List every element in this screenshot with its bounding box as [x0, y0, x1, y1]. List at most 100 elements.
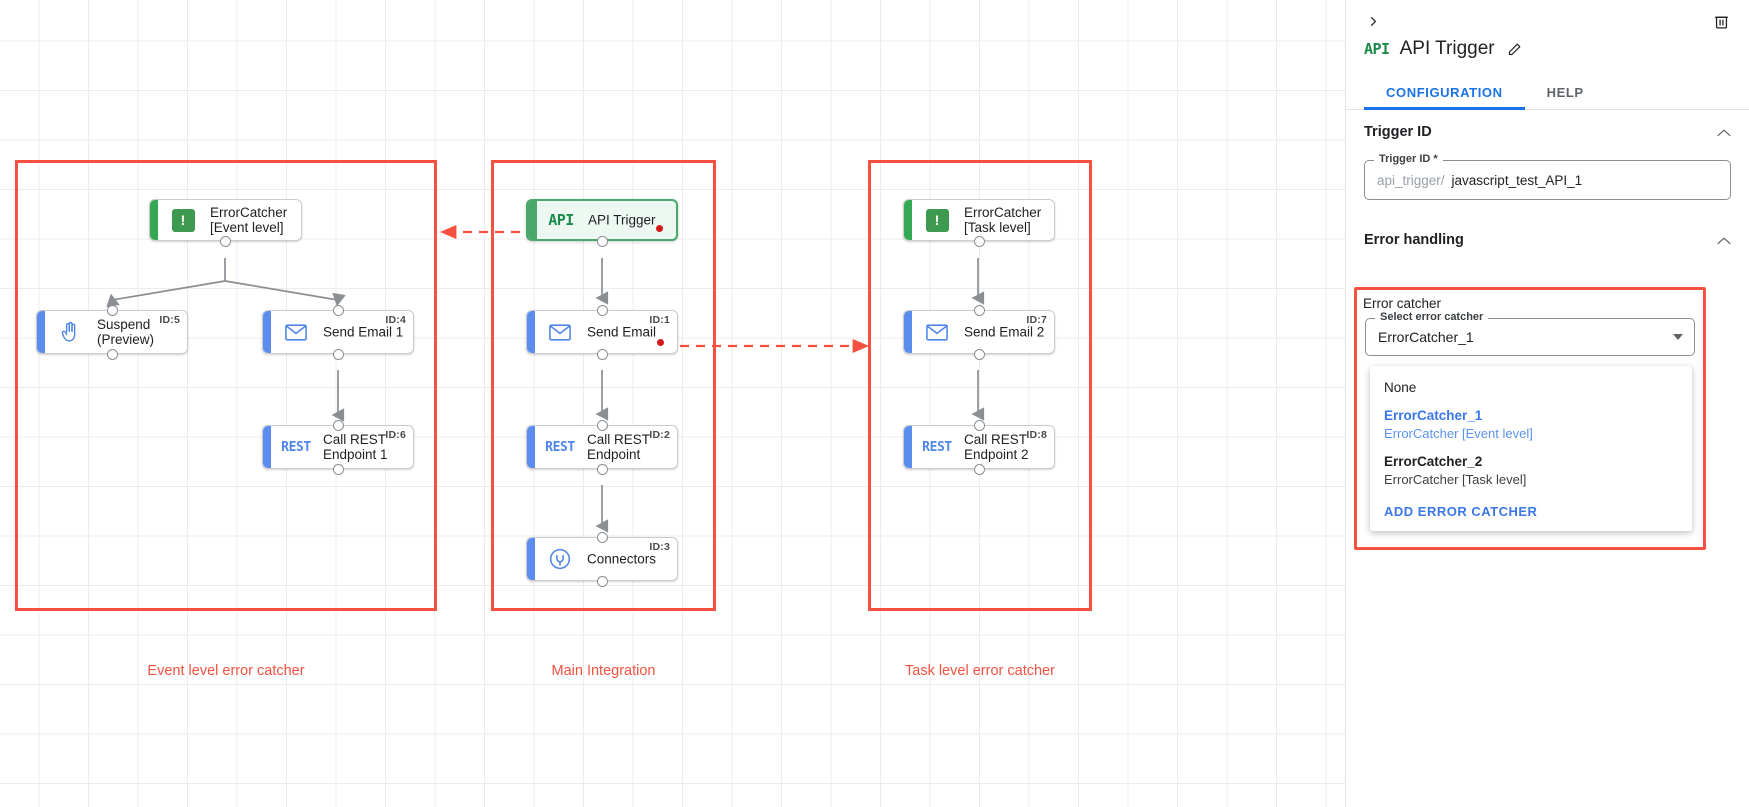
alert-tile-icon: !	[925, 208, 949, 232]
node-accent-bar	[527, 538, 535, 580]
tab-configuration[interactable]: CONFIGURATION	[1364, 78, 1525, 110]
chevron-right-icon[interactable]	[1360, 8, 1386, 34]
node-label: API Trigger	[588, 212, 656, 228]
node-port-bottom[interactable]	[332, 348, 344, 360]
node-icon-call-rest-endpoint: REST	[545, 434, 575, 460]
node-api-trigger[interactable]: API API Trigger	[526, 199, 678, 241]
node-port-bottom[interactable]	[596, 348, 608, 360]
node-port-top[interactable]	[332, 419, 344, 431]
pencil-icon[interactable]	[1505, 39, 1525, 59]
error-catcher-select[interactable]: Select error catcher ErrorCatcher_1	[1365, 311, 1695, 356]
node-icon-api-trigger: API	[548, 207, 574, 233]
hand-icon	[61, 321, 76, 342]
page-title: API Trigger	[1399, 38, 1495, 59]
node-label: ErrorCatcher [Event level]	[210, 204, 288, 235]
node-accent-bar	[904, 311, 912, 353]
trigger-id-field[interactable]: Trigger ID * api_trigger/ javascript_tes…	[1364, 153, 1731, 200]
node-port-bottom[interactable]	[106, 348, 118, 360]
node-port-bottom[interactable]	[596, 575, 608, 587]
panel-header: API API Trigger	[1346, 0, 1749, 78]
trash-icon[interactable]	[1709, 9, 1733, 33]
node-errorcatcher-task[interactable]: !ErrorCatcher [Task level]	[903, 199, 1055, 241]
option-secondary: ErrorCatcher [Task level]	[1384, 472, 1527, 488]
error-catcher-group: Error catcher Select error catcher Error…	[1354, 287, 1706, 550]
connector-icon	[549, 548, 571, 570]
node-port-bottom[interactable]	[973, 348, 985, 360]
node-label: Send Email 1	[323, 324, 404, 340]
option-primary: ErrorCatcher_1	[1384, 408, 1483, 424]
api-badge-icon: API	[1364, 40, 1390, 58]
error-catcher-select-label: Select error catcher	[1375, 311, 1489, 323]
error-catcher-select-box[interactable]: ErrorCatcher_1	[1365, 318, 1695, 356]
node-port-top[interactable]	[106, 304, 118, 316]
error-catcher-caption: Error catcher	[1363, 296, 1442, 311]
node-port-bottom[interactable]	[973, 235, 985, 247]
node-error-dot	[656, 225, 663, 232]
option-primary: None	[1384, 380, 1417, 395]
panel-title-row: API API Trigger	[1364, 38, 1525, 60]
rest-icon: REST	[281, 439, 311, 455]
node-accent-bar	[150, 200, 158, 240]
api-icon: API	[548, 211, 574, 229]
node-accent-bar	[527, 426, 535, 468]
node-id-badge: ID:1	[649, 314, 670, 326]
node-port-bottom[interactable]	[332, 463, 344, 475]
node-port-top[interactable]	[332, 304, 344, 316]
node-suspend-preview[interactable]: Suspend (Preview) ID:5	[36, 310, 188, 354]
node-id-badge: ID:7	[1026, 314, 1047, 326]
dropdown-option-none[interactable]: None	[1370, 374, 1692, 402]
node-icon-errorcatcher-event: !	[170, 207, 196, 233]
group-label-task-level: Task level error catcher	[905, 663, 1055, 679]
node-port-top[interactable]	[973, 304, 985, 316]
trigger-id-input[interactable]: api_trigger/ javascript_test_API_1	[1364, 160, 1731, 200]
node-id-badge: ID:5	[159, 314, 180, 326]
node-label: Send Email 2	[964, 324, 1045, 340]
node-port-bottom[interactable]	[596, 463, 608, 475]
node-port-top[interactable]	[596, 304, 608, 316]
add-error-catcher-button[interactable]: ADD ERROR CATCHER	[1384, 503, 1538, 519]
envelope-icon	[285, 323, 307, 341]
section-trigger-id[interactable]: Trigger ID	[1346, 110, 1749, 154]
chevron-down-icon[interactable]	[1673, 334, 1683, 340]
trigger-id-value: javascript_test_API_1	[1451, 172, 1583, 188]
group-frame-task-level	[868, 160, 1092, 611]
chevron-up-icon-2[interactable]	[1717, 233, 1731, 248]
node-label: Call REST Endpoint	[587, 431, 651, 462]
node-id-badge: ID:4	[385, 314, 406, 326]
group-frame-event-level	[15, 160, 437, 611]
alert-tile-icon: !	[171, 208, 195, 232]
node-errorcatcher-event[interactable]: ! ErrorCatcher [Event level]	[149, 199, 302, 241]
rest-icon: REST	[922, 439, 952, 455]
node-port-top[interactable]	[596, 419, 608, 431]
node-icon-suspend-preview	[57, 319, 83, 345]
chevron-up-icon[interactable]	[1717, 125, 1731, 140]
node-label: Suspend (Preview)	[97, 316, 155, 347]
node-port-bottom[interactable]	[596, 235, 608, 247]
trigger-id-label: Trigger ID *	[1374, 153, 1443, 165]
error-catcher-selected-value: ErrorCatcher_1	[1378, 329, 1474, 345]
tab-help[interactable]: HELP	[1546, 85, 1584, 100]
node-port-top[interactable]	[596, 531, 608, 543]
node-icon-send-email	[547, 319, 573, 345]
node-icon-call-rest-endpoint-1: REST	[281, 434, 311, 460]
option-secondary: ErrorCatcher [Event level]	[1384, 426, 1533, 442]
section-error-handling-title: Error handling	[1364, 232, 1464, 248]
node-id-badge: ID:6	[385, 429, 406, 441]
group-frame-main-integration	[491, 160, 716, 611]
node-port-top[interactable]	[973, 419, 985, 431]
section-error-handling[interactable]: Error handling	[1346, 218, 1749, 262]
node-port-bottom[interactable]	[973, 463, 985, 475]
node-port-bottom[interactable]	[220, 235, 231, 247]
